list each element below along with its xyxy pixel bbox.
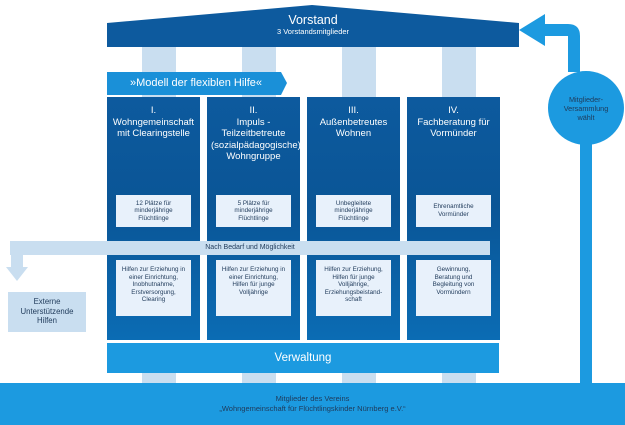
column-4-places-line-2: Vormünder <box>438 211 469 218</box>
column-1-title: I. Wohngemeinschaft mit Clearingstelle <box>111 105 196 140</box>
column-4-services-line-1: Gewinnung, <box>436 266 471 273</box>
administration-shape <box>107 343 499 373</box>
column-4-places: Ehrenamtliche Vormünder <box>416 195 491 227</box>
external-line-2: Unterstützende <box>20 306 74 316</box>
column-1-services: Hilfen zur Erziehung in einer Einrichtun… <box>116 260 191 316</box>
column-2-title-line-4: Wohngruppe <box>226 151 281 162</box>
column-3-services: Hilfen zur Erziehung, Hilfen für junge V… <box>316 260 391 316</box>
column-1-title-line-1: Wohngemeinschaft <box>112 116 195 128</box>
external-line-3: Hilfen <box>37 316 57 325</box>
column-4-services-line-4: Vormündern <box>436 288 471 296</box>
pillar-4 <box>442 47 476 97</box>
model-banner: »Modell der flexiblen Hilfe« <box>129 77 263 89</box>
column-2-services-line-3: Hilfen für junge <box>232 281 275 289</box>
column-2-title-line-1: Impuls - <box>236 116 271 128</box>
column-4-services-line-2: Beratung und <box>434 273 473 281</box>
column-2-places: 5 Plätze für minderjährige Flüchtlinge <box>216 195 291 227</box>
column-4-title-line-1: Fachberatung für <box>417 116 490 128</box>
assembly-line-2: Versammlung <box>563 104 609 113</box>
column-3-places-line-1: Unbegleitete <box>335 199 372 207</box>
roof-subtitle: 3 Vorstandsmitglieder <box>276 27 350 36</box>
model-banner-shape <box>107 72 287 95</box>
column-3-services-line-3: Volljährige, <box>338 281 369 289</box>
roof-title: Vorstand <box>288 13 338 27</box>
lower-pillar-4 <box>442 373 476 383</box>
assembly-line-1: Mitglieder- <box>568 95 604 104</box>
column-3-title: III. Außenbetreutes Wohnen <box>311 105 396 140</box>
base-label: Mitglieder des Vereins „Wohngemeinschaft… <box>0 394 625 413</box>
assembly-line-3: wählt <box>577 113 595 122</box>
column-3-services-line-2: Hilfen für junge <box>332 273 375 281</box>
column-2-services-line-4: Volljährige <box>238 288 269 296</box>
column-2-places-line-3: Flüchtlinge <box>238 214 269 222</box>
external-help-box: Externe Unterstützende Hilfen <box>8 292 86 332</box>
column-1-places-line-2: minderjährige <box>134 207 173 215</box>
column-3-places-line-2: minderjährige <box>334 207 373 215</box>
curved-arrow-to-roof <box>519 14 580 72</box>
column-2: II. Impuls - Teilzeitbetreute (sozialpäd… <box>207 97 301 340</box>
feedback-vertical-bar <box>580 143 592 383</box>
lower-pillar-3 <box>342 373 376 383</box>
column-1-places: 12 Plätze für minderjährige Flüchtlinge <box>116 195 191 227</box>
column-1-title-line-2: mit Clearingstelle <box>117 128 190 139</box>
base-line-1: Mitglieder des Vereins <box>275 394 350 403</box>
column-1: I. Wohngemeinschaft mit Clearingstelle 1… <box>107 97 200 340</box>
base-line-2: „Wohngemeinschaft für Flüchtlingskinder … <box>219 403 406 413</box>
column-3-title-line-2: Wohnen <box>335 128 372 139</box>
external-arrow-stem <box>11 255 23 267</box>
column-4-places-line-1: Ehrenamtliche <box>433 203 474 211</box>
roof-shape <box>107 5 519 47</box>
pillar-3 <box>342 47 376 97</box>
column-3: III. Außenbetreutes Wohnen Unbegleitete … <box>307 97 400 340</box>
column-3-services-line-5: schaft <box>345 296 362 304</box>
assembly-circle <box>548 71 624 145</box>
assembly-label: Mitglieder- Versammlung wählt <box>548 95 624 122</box>
column-3-places: Unbegleitete minderjährige Flüchtlinge <box>316 195 391 227</box>
base-shape <box>0 383 625 425</box>
column-3-numeral: III. <box>348 105 359 116</box>
column-4-title-line-2: Vormünder <box>430 128 477 139</box>
column-2-title-line-2: Teilzeitbetreute <box>221 128 286 139</box>
column-1-places-line-1: 12 Plätze für <box>135 199 172 207</box>
column-1-services-line-3: Inobhutnahme, <box>132 281 175 289</box>
column-3-places-line-3: Flüchtlinge <box>338 214 369 222</box>
column-2-places-line-2: minderjährige <box>234 207 273 215</box>
lower-pillar-1 <box>142 373 176 383</box>
column-1-places-line-3: Flüchtlinge <box>138 214 169 222</box>
column-4-services-line-3: Begleitung von <box>432 281 475 289</box>
administration-label: Verwaltung <box>274 352 332 364</box>
column-4-title: IV. Fachberatung für Vormünder <box>411 105 496 140</box>
column-2-services-line-1: Hilfen zur Erziehung in <box>221 266 286 273</box>
column-1-numeral: I. <box>150 105 157 116</box>
column-2-title: II. Impuls - Teilzeitbetreute (sozialpäd… <box>211 105 301 163</box>
column-1-services-line-4: Erstversorgung, <box>131 288 176 296</box>
external-line-1: Externe <box>33 297 61 306</box>
column-3-services-line-4: Erziehungsbeistand- <box>324 288 383 296</box>
column-4-services: Gewinnung, Beratung und Begleitung von V… <box>416 260 491 316</box>
column-3-title-line-1: Außenbetreutes <box>319 116 388 128</box>
column-2-services: Hilfen zur Erziehung in einer Einrichtun… <box>216 260 291 316</box>
external-arrow-head <box>6 267 28 281</box>
column-1-services-line-2: einer Einrichtung, <box>128 273 178 281</box>
column-2-places-line-1: 5 Plätze für <box>237 199 270 207</box>
column-2-services-line-2: einer Einrichtung, <box>228 273 278 281</box>
column-2-numeral: II. <box>249 105 258 116</box>
column-4: IV. Fachberatung für Vormünder Ehrenamtl… <box>407 97 500 340</box>
column-1-services-line-5: Clearing <box>141 296 166 304</box>
roof-label: Vorstand 3 Vorstandsmitglieder <box>107 13 519 37</box>
column-2-title-line-3: (sozialpädagogische) <box>211 139 301 151</box>
column-4-numeral: IV. <box>448 105 459 116</box>
column-1-services-line-1: Hilfen zur Erziehung in <box>121 266 186 273</box>
band-label: Nach Bedarf und Möglichkeit <box>10 241 490 255</box>
lower-pillar-2 <box>242 373 276 383</box>
column-3-services-line-1: Hilfen zur Erziehung, <box>324 266 383 273</box>
